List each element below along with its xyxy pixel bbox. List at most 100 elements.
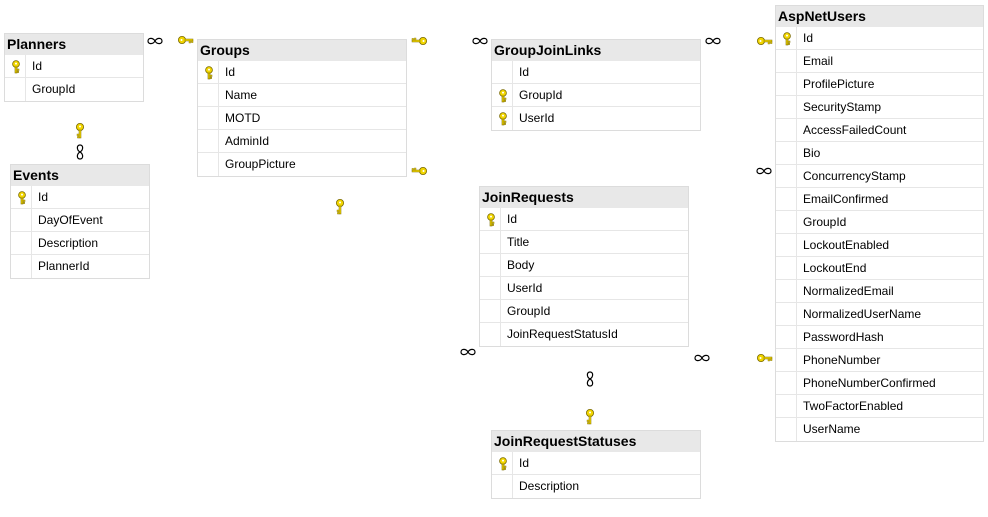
many-endpoint-icon — [460, 348, 476, 356]
one-endpoint-key-icon — [336, 199, 344, 215]
one-endpoint-key-icon — [411, 37, 427, 45]
column-row[interactable]: GroupId — [776, 211, 983, 234]
column-row[interactable]: Description — [11, 232, 149, 255]
row-selector — [492, 84, 513, 106]
column-name: GroupId — [32, 82, 76, 96]
column-row[interactable]: Id — [198, 61, 406, 84]
column-row[interactable]: PasswordHash — [776, 326, 983, 349]
column-name: Name — [225, 88, 258, 102]
column-name: UserId — [519, 111, 555, 125]
column-row[interactable]: GroupId — [492, 84, 700, 107]
row-selector — [5, 55, 26, 77]
primary-key-icon — [18, 191, 26, 205]
column-row[interactable]: TwoFactorEnabled — [776, 395, 983, 418]
column-row[interactable]: LockoutEnabled — [776, 234, 983, 257]
one-endpoint-key-icon — [757, 354, 773, 362]
column-row[interactable]: NormalizedUserName — [776, 303, 983, 326]
column-row[interactable]: Id — [5, 55, 143, 78]
primary-key-icon — [499, 457, 507, 471]
column-row[interactable]: NormalizedEmail — [776, 280, 983, 303]
many-endpoint-icon — [756, 167, 772, 175]
column-name: Bio — [803, 146, 821, 160]
row-selector — [198, 130, 219, 152]
column-row[interactable]: EmailConfirmed — [776, 188, 983, 211]
column-name: UserName — [803, 422, 861, 436]
column-name: PhoneNumberConfirmed — [803, 376, 936, 390]
column-row[interactable]: Body — [480, 254, 688, 277]
one-endpoint-key-icon — [178, 36, 194, 44]
column-row[interactable]: ProfilePicture — [776, 73, 983, 96]
column-row[interactable]: PhoneNumberConfirmed — [776, 372, 983, 395]
row-selector — [776, 257, 797, 279]
column-row[interactable]: Id — [776, 27, 983, 50]
column-row[interactable]: Description — [492, 475, 700, 498]
column-row[interactable]: DayOfEvent — [11, 209, 149, 232]
primary-key-icon — [12, 60, 20, 74]
column-row[interactable]: LockoutEnd — [776, 257, 983, 280]
row-selector — [776, 280, 797, 302]
column-row[interactable]: UserId — [492, 107, 700, 130]
column-row[interactable]: Title — [480, 231, 688, 254]
column-name: PasswordHash — [803, 330, 884, 344]
column-row[interactable]: GroupPicture — [198, 153, 406, 176]
column-row[interactable]: Email — [776, 50, 983, 73]
column-row[interactable]: AdminId — [198, 130, 406, 153]
column-name: Id — [803, 31, 814, 45]
primary-key-icon — [205, 66, 213, 80]
one-endpoint-key-icon — [586, 409, 594, 425]
column-row[interactable]: Id — [492, 452, 700, 475]
column-name: AccessFailedCount — [803, 123, 907, 137]
row-selector — [776, 234, 797, 256]
column-name: GroupId — [803, 215, 847, 229]
column-name: NormalizedUserName — [803, 307, 922, 321]
row-selector — [776, 142, 797, 164]
column-row[interactable]: GroupId — [480, 300, 688, 323]
column-row[interactable]: Bio — [776, 142, 983, 165]
column-row[interactable]: UserName — [776, 418, 983, 441]
column-row[interactable]: JoinRequestStatusId — [480, 323, 688, 346]
row-selector — [492, 107, 513, 130]
column-row[interactable]: GroupId — [5, 78, 143, 101]
column-name: GroupId — [507, 304, 551, 318]
column-row[interactable]: UserId — [480, 277, 688, 300]
row-selector — [492, 452, 513, 474]
table-title: AspNetUsers — [776, 6, 983, 27]
column-row[interactable]: Id — [11, 186, 149, 209]
column-row[interactable]: PlannerId — [11, 255, 149, 278]
column-row[interactable]: Id — [480, 208, 688, 231]
table-title: JoinRequests — [480, 187, 688, 208]
primary-key-icon — [499, 89, 507, 103]
row-selector — [480, 254, 501, 276]
column-row[interactable]: PhoneNumber — [776, 349, 983, 372]
column-name: Id — [519, 65, 530, 79]
column-name: SecurityStamp — [803, 100, 882, 114]
row-selector — [480, 231, 501, 253]
row-selector — [776, 395, 797, 417]
column-row[interactable]: SecurityStamp — [776, 96, 983, 119]
table-title: Planners — [5, 34, 143, 55]
column-name: GroupId — [519, 88, 563, 102]
column-row[interactable]: Name — [198, 84, 406, 107]
column-name: Id — [507, 212, 518, 226]
row-selector — [776, 50, 797, 72]
table-title: Groups — [198, 40, 406, 61]
column-row[interactable]: ConcurrencyStamp — [776, 165, 983, 188]
column-row[interactable]: MOTD — [198, 107, 406, 130]
column-name: Id — [225, 65, 236, 79]
one-endpoint-key-icon — [757, 37, 773, 45]
row-selector — [776, 372, 797, 394]
column-row[interactable]: AccessFailedCount — [776, 119, 983, 142]
column-row[interactable]: Id — [492, 61, 700, 84]
row-selector — [776, 73, 797, 95]
row-selector — [492, 61, 513, 83]
table-title: JoinRequestStatuses — [492, 431, 700, 452]
one-endpoint-key-icon — [411, 167, 427, 175]
